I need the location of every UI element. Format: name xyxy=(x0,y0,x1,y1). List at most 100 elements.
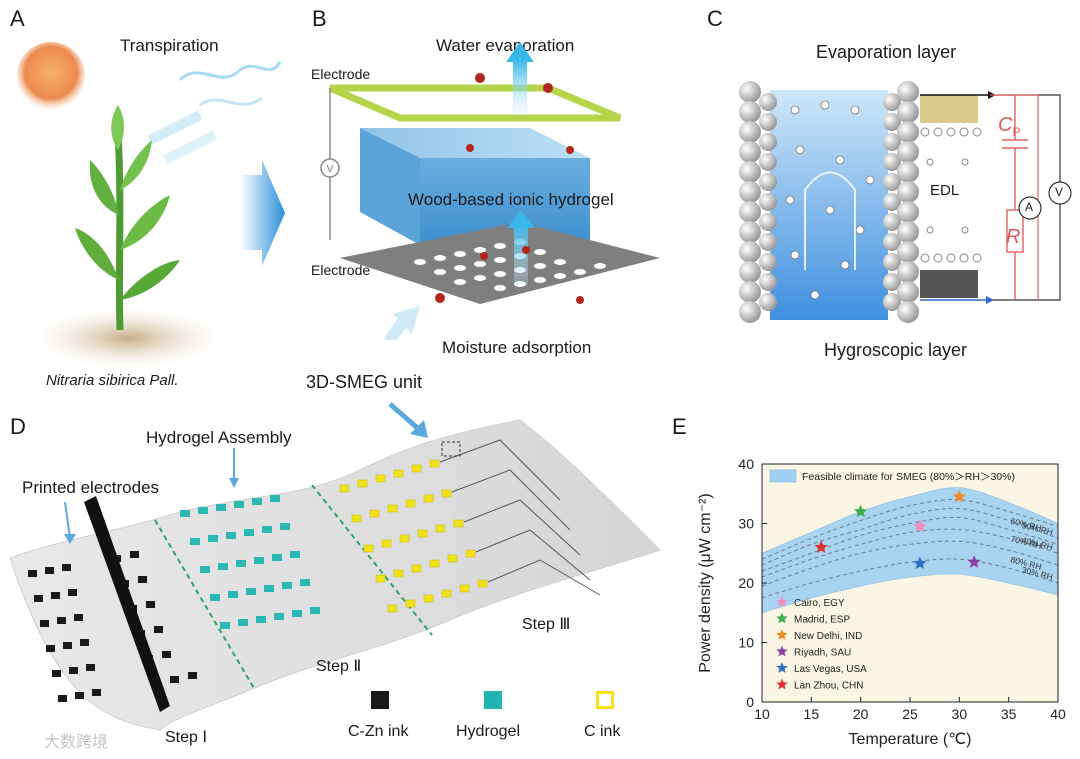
edl-dots xyxy=(920,127,982,263)
feasible-climate-region xyxy=(762,487,1058,613)
transpiration-label: Transpiration xyxy=(120,36,219,55)
smeg-unit-label: 3D-SMEG unit xyxy=(306,372,423,392)
legend-hydrogel-swatch xyxy=(484,691,502,709)
selection-box xyxy=(441,441,461,457)
city-legend-star xyxy=(776,645,788,657)
bottom-electrode xyxy=(920,270,978,298)
city-legend-label: New Delhi, IND xyxy=(794,631,862,642)
panel-letter-a: A xyxy=(10,6,25,31)
hygroscopic-layer-label: Hygroscopic layer xyxy=(824,340,968,360)
x-tick-label: 15 xyxy=(804,706,820,722)
panel-letter-e: E xyxy=(672,414,687,439)
voltmeter-c-icon xyxy=(1048,181,1072,205)
y-tick-label: 40 xyxy=(738,456,754,472)
left-wall xyxy=(739,81,777,323)
x-tick-label: 10 xyxy=(754,706,770,722)
legend-czn-label: C-Zn ink xyxy=(348,723,409,740)
moisture-adsorption-label: Moisture adsorption xyxy=(442,338,592,357)
unit-arrow xyxy=(388,402,424,434)
step1-label: Step Ⅰ xyxy=(165,729,208,746)
y-tick-label: 20 xyxy=(738,575,754,591)
step3-label: Step Ⅲ xyxy=(522,616,571,633)
flow-arrow xyxy=(240,160,285,266)
city-legend-star xyxy=(776,662,788,673)
rh-curve xyxy=(761,540,1059,587)
moisture-arrow xyxy=(382,306,420,340)
y-tick-label: 30 xyxy=(738,516,754,532)
x-tick-label: 30 xyxy=(952,706,968,722)
hydrogel-block xyxy=(360,128,420,245)
region-legend-label: Feasible climate for SMEG (80%＞RH＞30%) xyxy=(802,471,1015,483)
band-upper-line xyxy=(761,487,1059,554)
x-tick-label: 35 xyxy=(1001,706,1017,722)
x-tick-label: 20 xyxy=(853,706,869,722)
rh-curve xyxy=(761,507,1059,566)
y-axis-label: Power density (μW cm⁻²) xyxy=(697,493,714,672)
legend-czn-swatch xyxy=(371,691,389,709)
top-electrode xyxy=(920,95,978,123)
evaporation-arrow xyxy=(513,60,527,115)
panel-letter-d: D xyxy=(10,414,26,439)
band-lower-line xyxy=(761,573,1059,614)
voltmeter-c-symbol: V xyxy=(1055,185,1064,199)
squeegee-blade xyxy=(84,496,170,712)
electrode-top-label: Electrode xyxy=(311,66,371,82)
panel-a-illustration xyxy=(17,42,285,368)
legend-cink-swatch xyxy=(596,691,614,709)
cation-symbols xyxy=(785,100,875,300)
x-tick-label: 25 xyxy=(902,706,918,722)
legend-cink-label: C ink xyxy=(584,723,621,740)
r-label: R xyxy=(1006,226,1021,248)
city-legend-star xyxy=(776,612,788,624)
sun-icon xyxy=(17,42,85,110)
voltmeter-icon xyxy=(320,158,340,178)
vapor-wisp xyxy=(178,61,282,82)
y-tick-label: 10 xyxy=(738,635,754,651)
edl-label: EDL xyxy=(930,182,960,199)
flexible-substrate xyxy=(9,419,661,731)
water-evaporation-label: Water evaporation xyxy=(436,36,575,55)
rh-curve xyxy=(761,516,1059,572)
rh-curve xyxy=(761,499,1059,560)
hydrogel-pads xyxy=(180,495,320,629)
hydrogel-label: Wood-based ionic hydrogel xyxy=(408,190,614,209)
panel-b-illustration: V xyxy=(320,42,660,340)
panel-letter-c: C xyxy=(707,6,723,31)
panel-d-illustration xyxy=(9,402,661,731)
right-wall xyxy=(883,81,919,323)
soil-mound xyxy=(33,308,223,368)
panel-c-illustration xyxy=(739,81,1072,323)
watermark: 大数跨境 xyxy=(44,734,109,751)
city-star-marker xyxy=(913,519,927,533)
city-legend-label: Riyadh, SAU xyxy=(794,648,851,659)
rh-curve xyxy=(761,558,1059,599)
electrode-bottom-label: Electrode xyxy=(311,262,371,278)
x-axis-label: Temperature (℃) xyxy=(849,731,972,748)
x-tick-label: 40 xyxy=(1050,706,1066,722)
step2-label: Step Ⅱ xyxy=(316,658,362,675)
city-legend-label: Las Vegas, USA xyxy=(794,664,867,675)
city-star-marker xyxy=(854,504,868,518)
y-tick-label: 0 xyxy=(746,694,754,710)
city-star-marker xyxy=(814,540,828,553)
plant-name-label: Nitraria sibirica Pall. xyxy=(46,372,179,389)
city-legend-label: Cairo, EGY xyxy=(794,598,845,609)
voltmeter-symbol: V xyxy=(327,164,334,175)
plant-icon xyxy=(75,105,180,331)
cp-text: C xyxy=(998,114,1013,136)
city-star-marker xyxy=(913,556,927,570)
city-legend-label: Lan Zhou, CHN xyxy=(794,681,863,692)
city-star-marker xyxy=(967,555,981,568)
ion-channel xyxy=(770,90,888,320)
printed-electrodes-label: Printed electrodes xyxy=(22,478,160,497)
ion-flow-arrows xyxy=(804,171,856,270)
c-ink-pads xyxy=(339,459,488,613)
rh-curve xyxy=(761,528,1059,578)
city-legend-star xyxy=(776,678,788,690)
evaporation-layer-label: Evaporation layer xyxy=(816,42,957,62)
panel-letter-b: B xyxy=(312,6,327,31)
cp-label: CP xyxy=(998,114,1020,139)
cp-subscript: P xyxy=(1012,125,1021,139)
city-legend-label: Madrid, ESP xyxy=(794,615,850,626)
